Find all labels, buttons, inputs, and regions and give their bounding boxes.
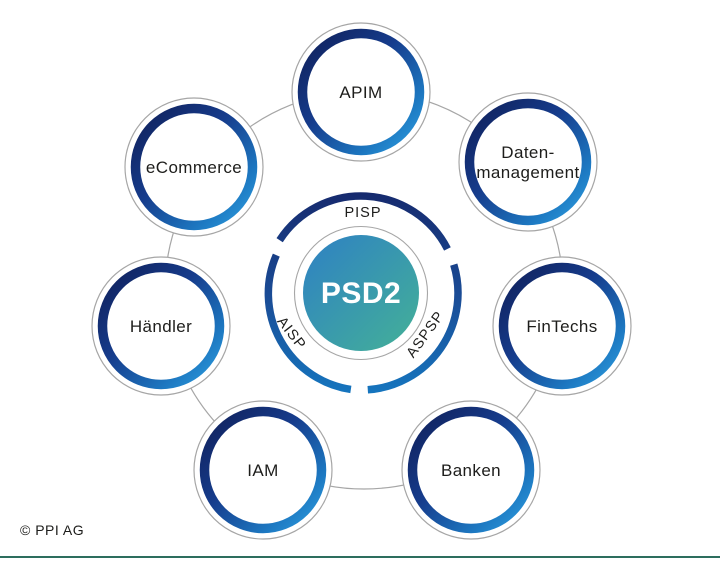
node-ecommerce-ring	[130, 103, 258, 231]
node-banken-outline	[401, 400, 541, 540]
node-fintechs: FinTechs	[492, 256, 632, 396]
node-banken-ring	[407, 406, 535, 534]
segment-arc-right	[367, 263, 462, 394]
node-haendler-ring	[97, 262, 225, 390]
node-datenmanagement-label-line2: management	[476, 163, 579, 182]
node-haendler-outline	[91, 256, 231, 396]
node-iam-label: IAM	[247, 461, 278, 480]
center-hub: PSD2 PISP AISP ASPSP	[264, 192, 462, 394]
node-iam: IAM	[193, 400, 333, 540]
footer-divider-line	[0, 556, 720, 558]
node-datenmanagement-ring	[464, 98, 592, 226]
center-disc	[303, 235, 419, 351]
node-apim: APIM	[291, 22, 431, 162]
node-ecommerce-label: eCommerce	[146, 158, 242, 177]
node-fintechs-outline	[492, 256, 632, 396]
copyright-text: © PPI AG	[20, 522, 85, 538]
node-datenmanagement-outline	[458, 92, 598, 232]
node-banken-label: Banken	[441, 461, 501, 480]
node-iam-ring	[199, 406, 327, 534]
segment-arc-left	[264, 253, 352, 394]
node-ecommerce: eCommerce	[124, 97, 264, 237]
node-fintechs-ring	[498, 262, 626, 390]
node-haendler: Händler	[91, 256, 231, 396]
node-apim-label: APIM	[339, 83, 382, 102]
node-haendler-label: Händler	[130, 317, 192, 336]
node-apim-outline	[291, 22, 431, 162]
node-datenmanagement: Daten- management	[458, 92, 598, 232]
node-apim-ring	[297, 28, 425, 156]
center-label: PSD2	[321, 277, 401, 310]
node-iam-outline	[193, 400, 333, 540]
psd2-ecosystem-diagram: APIM Daten- management FinTechs Banken I…	[91, 22, 632, 540]
node-fintechs-label: FinTechs	[526, 317, 597, 336]
segment-arc-top	[276, 192, 451, 251]
ring-label-pisp: PISP	[344, 205, 381, 221]
node-datenmanagement-label-line1: Daten-	[501, 143, 554, 162]
node-ecommerce-outline	[124, 97, 264, 237]
node-banken: Banken	[401, 400, 541, 540]
